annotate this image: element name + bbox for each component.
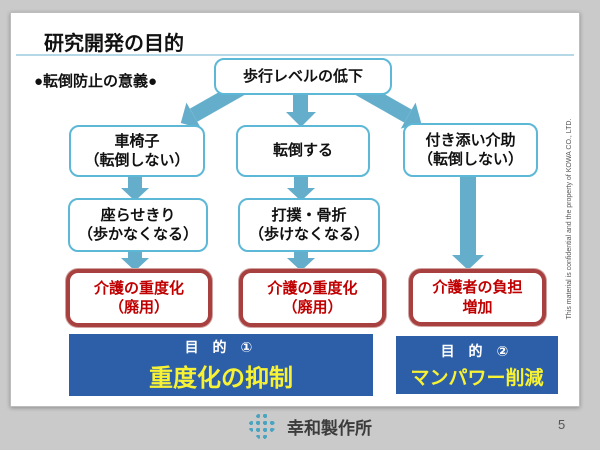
flow-box-bruise-fracture: 打撲・骨折 （歩けなくなる） xyxy=(238,198,380,252)
goal-2-text: マンパワー削減 xyxy=(410,367,544,389)
result-box-care-severity-2: 介護の重度化 （廃用） xyxy=(239,269,386,327)
goal-1-text: 重度化の抑制 xyxy=(149,365,293,392)
title-divider xyxy=(16,54,574,56)
page-number: 5 xyxy=(558,417,566,432)
page-title: 研究開発の目的 xyxy=(44,33,184,55)
flow-box-wheelchair: 車椅子 （転倒しない） xyxy=(69,125,205,177)
arrow-col3-long-icon xyxy=(452,174,484,270)
company-name: 幸和製作所 xyxy=(287,418,372,438)
goal-banner-2: 目 的 ② マンパワー削減 xyxy=(396,336,558,394)
kowa-diamond-weave-logo-icon xyxy=(245,409,279,443)
company-logo: 幸和製作所 xyxy=(243,407,443,445)
slide: 研究開発の目的 ●転倒防止の意義● 歩行レベルの低下 車椅子 （転倒しない） 転… xyxy=(10,12,580,407)
result-box-caregiver-burden: 介護者の負担 増加 xyxy=(409,269,546,326)
goal-banner-1: 目 的 ① 重度化の抑制 xyxy=(69,334,373,396)
flow-box-fall: 転倒する xyxy=(236,125,370,177)
flow-box-escort-assistance: 付き添い介助 （転倒しない） xyxy=(403,123,538,177)
goal-2-label: 目 的 ② xyxy=(440,342,514,359)
goal-1-label: 目 的 ① xyxy=(184,339,258,355)
confidentiality-note: This material is confidential and the pr… xyxy=(566,118,573,320)
slide-subtitle: ●転倒防止の意義● xyxy=(34,73,158,90)
result-box-care-severity-1: 介護の重度化 （廃用） xyxy=(66,269,212,327)
flow-box-kept-seated: 座らせきり （歩かなくなる） xyxy=(68,198,208,252)
flow-box-walking-level-decline: 歩行レベルの低下 xyxy=(214,58,392,95)
